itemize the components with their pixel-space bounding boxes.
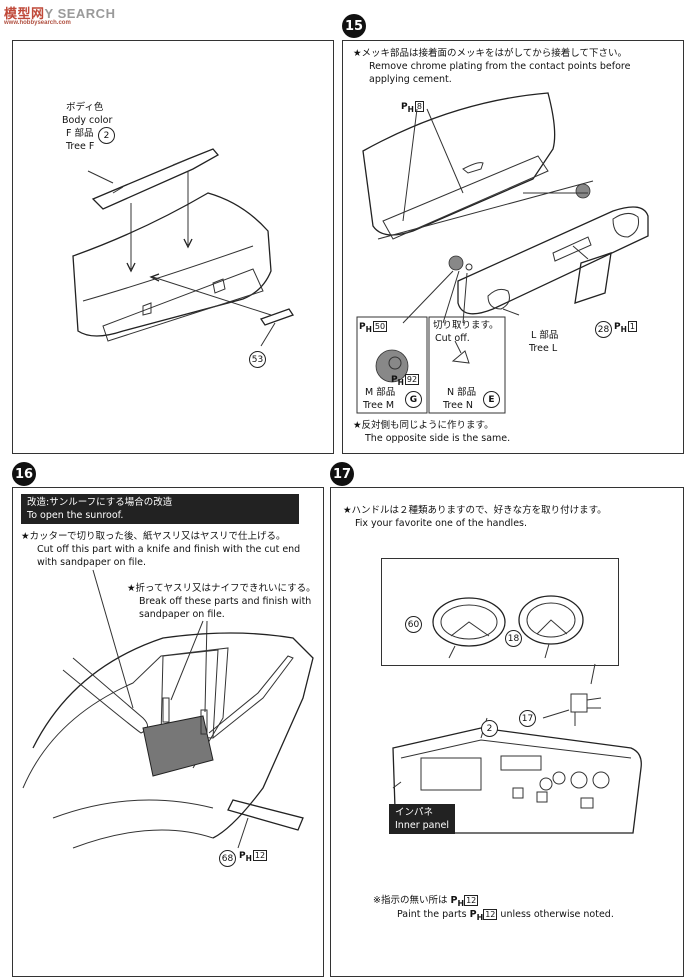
step-15-number: 15 [342,14,366,38]
part-f-jp: F 部品 [66,128,94,139]
body-color-en: Body color [62,115,113,126]
n-part-jp: N 部品 [447,387,477,398]
callout-part-2: 2 [98,127,115,144]
n-part-en: Tree N [443,400,473,411]
watermark-url: www.hobbysearch.com [4,20,71,26]
step15-note-en1: Remove chrome plating from the contact p… [369,61,631,72]
panel-step-16: 改造:サンルーフにする場合の改造 To open the sunroof. ★カ… [12,487,324,977]
handles-box [381,558,619,666]
dashboard-handles-drawing [392,595,642,834]
step16-note2-jp: ★折ってヤスリ又はナイフできれいにする。 [127,583,316,594]
step16-header-jp: 改造:サンルーフにする場合の改造 [27,497,173,508]
callout-2: 2 [481,720,498,737]
footnote-en-pre: Paint the parts [397,909,467,920]
m-part-jp: M 部品 [365,387,396,398]
footnote-ph-2: 12 [483,909,498,920]
ph-8-value: 8 [414,101,424,112]
l-part-jp: L 部品 [531,330,559,341]
watermark-brand: 模型网 [4,6,45,21]
inner-panel-label: インパネ Inner panel [389,804,455,834]
callout-18: 18 [505,630,522,647]
footnote-ph: 12 [464,895,479,906]
footnote-jp-text: ※指示の無い所は [373,895,448,906]
inner-panel-en: Inner panel [395,820,449,831]
ph-1-value: 1 [627,321,637,332]
inner-panel-jp: インパネ [395,807,434,818]
callout-17: 17 [519,710,536,727]
step16-header-en: To open the sunroof. [27,510,124,521]
step15-note-en2: applying cement. [369,74,452,85]
panel-top-left: ボディ色 Body color F 部品 Tree F 2 53 [12,40,334,454]
step16-note1-jp: ★カッターで切り取った後、紙ヤスリ又はヤスリで仕上げる。 [21,531,286,542]
footnote-en-post: unless otherwise noted. [500,909,614,920]
step16-note2-en1: Break off these parts and finish with [139,596,312,607]
step-17-number: 17 [330,462,354,486]
watermark-search: Y SEARCH [44,6,116,21]
opposite-side-en: The opposite side is the same. [365,433,511,444]
m-part-en: Tree M [363,400,395,411]
callout-68: 68 [219,850,236,867]
callout-28: 28 [595,321,612,338]
cut-off-jp: 切り取ります。 [433,320,499,331]
body-color-jp: ボディ色 [66,102,104,113]
opposite-side-jp: ★反対側も同じように作ります。 [353,420,494,431]
panel-step-15: ★メッキ部品は接着面のメッキをはがしてから接着して下さい。 Remove chr… [342,40,684,454]
callout-60: 60 [405,616,422,633]
part-f-en: Tree F [66,141,95,152]
m-letter-g: G [405,391,422,408]
step-16-number: 16 [12,462,36,486]
step16-header: 改造:サンルーフにする場合の改造 To open the sunroof. [21,494,299,524]
cut-off-en: Cut off. [435,333,470,344]
step16-note1-en2: with sandpaper on file. [37,557,146,568]
step17-note-jp: ★ハンドルは２種類ありますので、好きな方を取り付けます。 [343,505,607,516]
panel-step-17: ★ハンドルは２種類ありますので、好きな方を取り付けます。 Fix your fa… [330,487,684,977]
watermark: 模型网Y SEARCH www.hobbysearch.com [4,3,115,26]
ph-92-value: 92 [404,374,420,385]
ph-12-value: 12 [252,850,268,861]
ph-50-value: 50 [372,321,388,332]
step17-note-en: Fix your favorite one of the handles. [355,518,528,529]
step16-note2-en2: sandpaper on file. [139,609,225,620]
rear-panel-drawing [356,92,649,414]
l-part-en: Tree L [529,343,558,354]
callout-53: 53 [249,351,266,368]
n-letter-e: E [483,391,500,408]
step15-note-jp: ★メッキ部品は接着面のメッキをはがしてから接着して下さい。 [353,48,627,59]
rear-spoiler-trunk-drawing [72,148,295,347]
sunroof-drawing [22,569,314,849]
step16-note1-en1: Cut off this part with a knife and finis… [37,544,301,555]
